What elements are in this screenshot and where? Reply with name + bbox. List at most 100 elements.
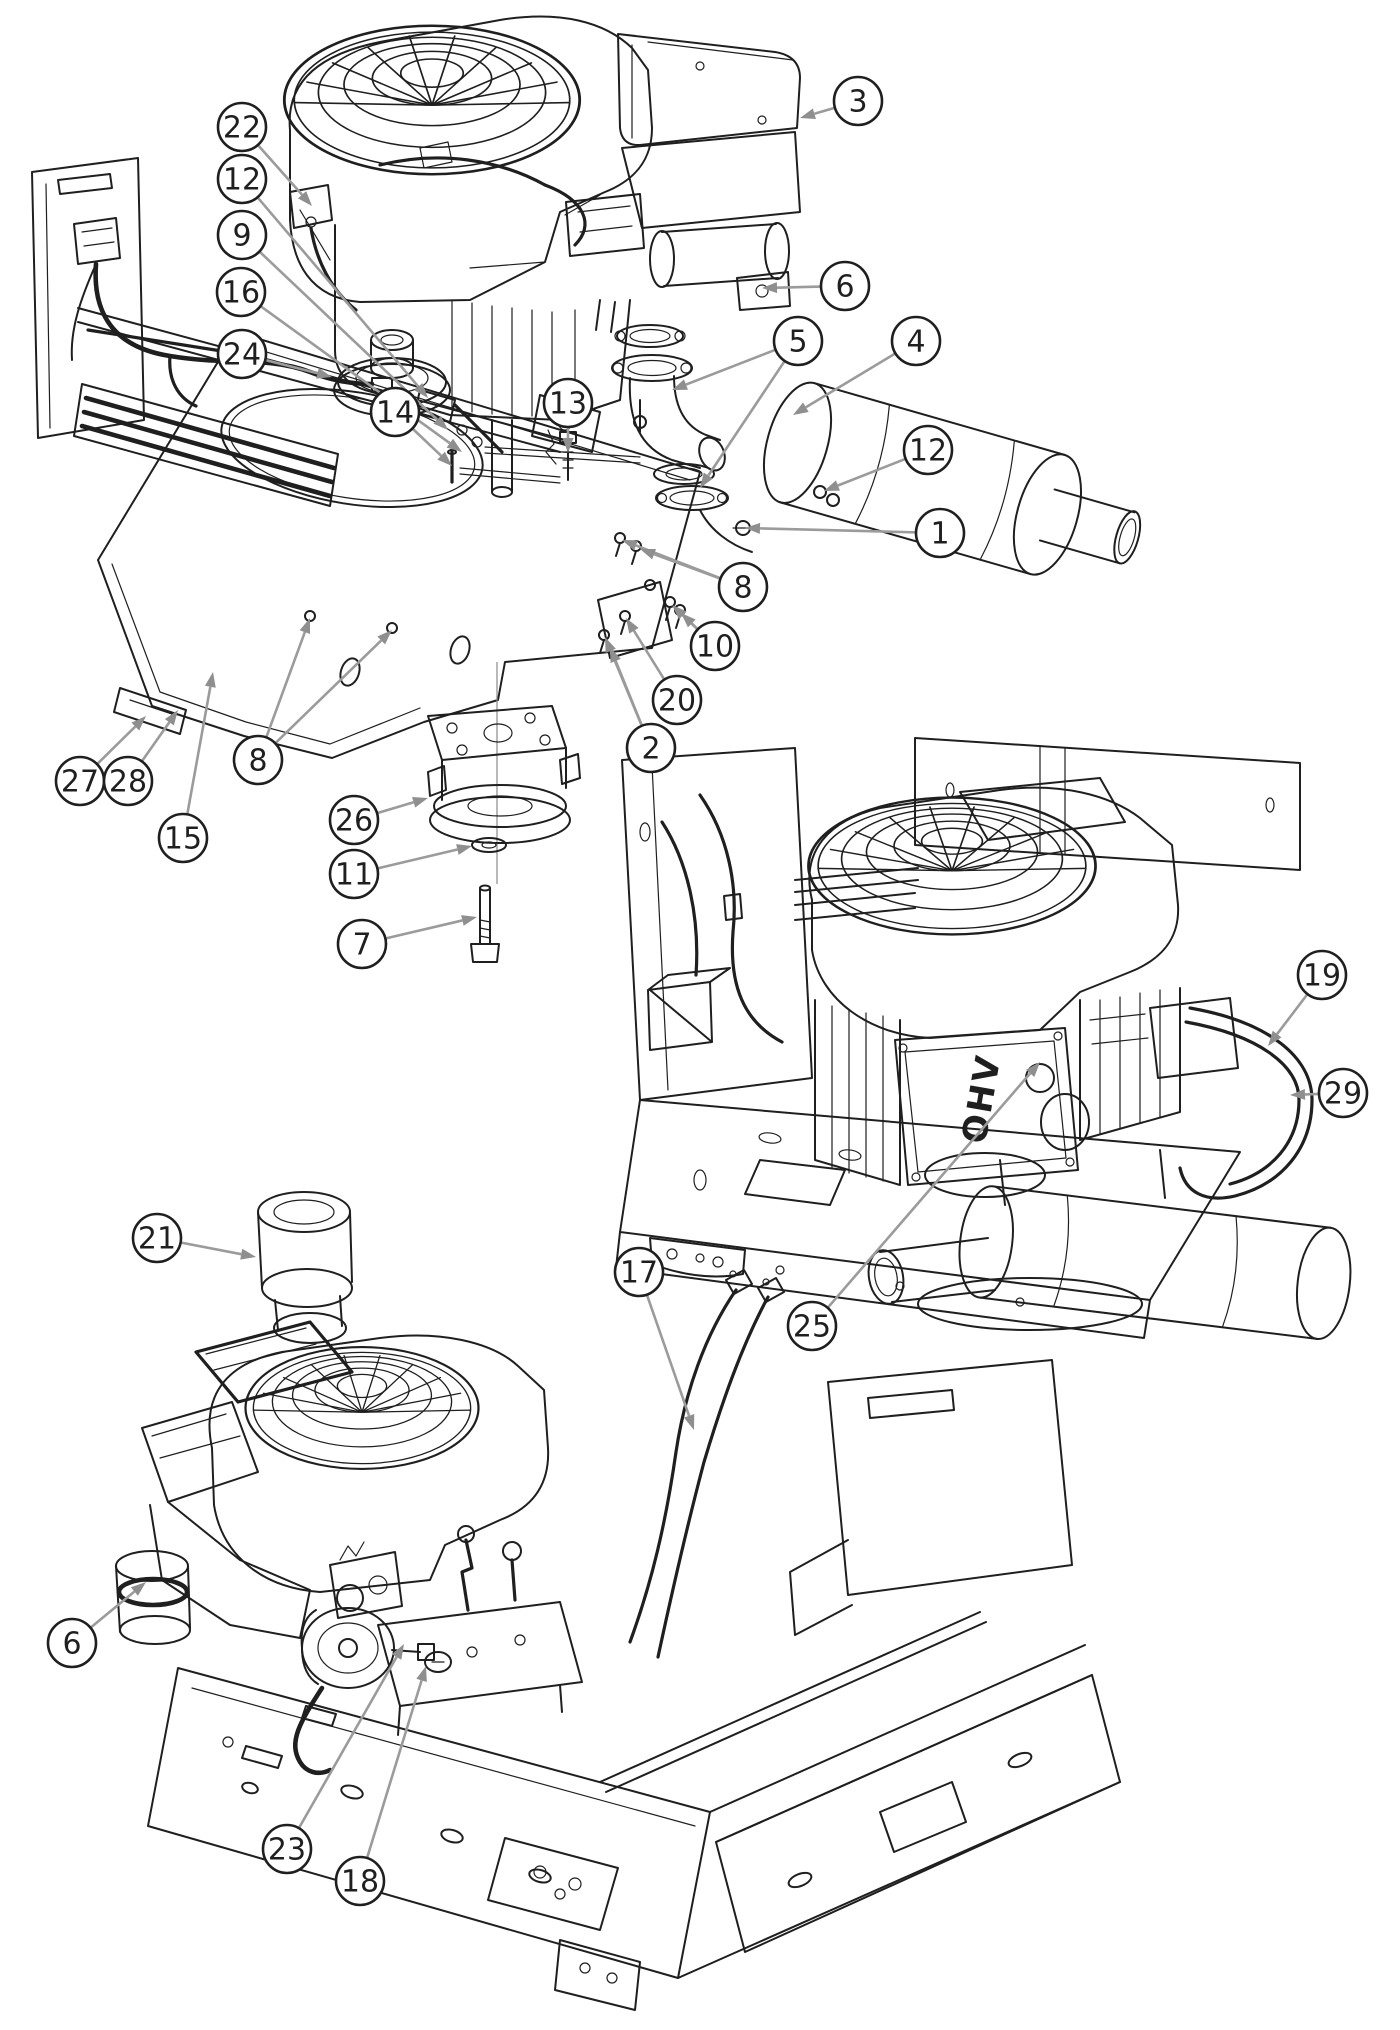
callout-number: 18	[341, 1865, 379, 1900]
leader-line	[140, 721, 171, 763]
leader-line	[89, 1590, 136, 1629]
leader-line	[96, 725, 137, 766]
callout-number: 8	[248, 744, 267, 779]
leader-line	[377, 848, 458, 870]
callout-balloon: 10	[689, 620, 741, 672]
callout-circle	[261, 1823, 313, 1875]
leader-line	[264, 358, 318, 375]
callout-circle	[216, 153, 268, 205]
callout-number: 17	[620, 1256, 658, 1291]
leader-arrowhead	[672, 379, 688, 390]
leader-arrowhead	[800, 108, 816, 120]
leader-line	[826, 1072, 1032, 1309]
callout-circle	[102, 755, 154, 807]
leader-arrowhead	[461, 915, 477, 926]
leader-arrowhead	[700, 472, 713, 488]
exhaust-pipe-illustration	[459, 324, 840, 553]
callout-circle	[1296, 949, 1348, 1001]
callout-number: 21	[138, 1222, 176, 1257]
callout-balloon: 18	[334, 1855, 386, 1907]
leader-arrowhead	[1026, 1062, 1040, 1077]
callout-balloon: 28	[102, 755, 154, 807]
leader-line	[274, 639, 383, 745]
callout-balloon: 15	[157, 812, 209, 864]
callout-balloon: 6	[819, 260, 871, 312]
callout-balloon: 9	[216, 209, 268, 261]
leader-arrowhead	[605, 637, 616, 653]
callout-circle	[232, 734, 284, 786]
leader-line	[1304, 1092, 1320, 1096]
callout-balloon: 12	[216, 153, 268, 205]
callout-circle	[613, 1246, 665, 1298]
callout-balloon: 24	[216, 328, 268, 380]
callout-balloon: 23	[261, 1823, 313, 1875]
callout-balloon: 13	[542, 377, 594, 429]
callout-number: 27	[61, 765, 99, 800]
leader-line	[297, 1656, 398, 1829]
leader-arrowhead	[414, 383, 428, 398]
callout-number: 20	[658, 684, 696, 719]
leader-line	[256, 196, 420, 388]
callout-number: 7	[352, 928, 371, 963]
leader-arrowhead	[745, 522, 761, 534]
leader-arrowhead	[433, 415, 448, 430]
leader-arrowhead	[416, 1666, 427, 1682]
callout-circle	[902, 424, 954, 476]
callout-number: 1	[930, 517, 949, 552]
leader-arrowhead	[412, 797, 428, 808]
callout-circle	[625, 722, 677, 774]
leader-arrowhead	[297, 191, 312, 206]
muffler-illustration	[762, 381, 1142, 576]
callout-balloon: 1	[914, 507, 966, 559]
callout-circle	[832, 75, 884, 127]
callout-number: 26	[335, 804, 373, 839]
leader-line	[614, 660, 644, 727]
callout-number: 25	[793, 1310, 831, 1345]
callout-circle	[216, 209, 268, 261]
callout-balloon: 20	[651, 674, 703, 726]
callout-circle	[131, 1212, 183, 1264]
leader-line	[814, 106, 836, 116]
leader-arrowhead	[164, 710, 178, 726]
leader-arrowhead	[762, 282, 778, 294]
leader-line	[805, 352, 897, 409]
leader-line	[376, 801, 414, 815]
leader-arrowhead	[562, 438, 574, 453]
callout-number: 2	[641, 732, 660, 767]
callout-balloon: 17	[613, 1246, 665, 1298]
leader-line	[690, 622, 699, 631]
leader-arrowhead	[1268, 1030, 1282, 1046]
leader-line	[365, 1679, 423, 1859]
leader-arrowhead	[391, 1644, 404, 1660]
leader-line	[759, 527, 917, 534]
leader-line	[411, 427, 443, 457]
frame-plate-illustration	[73, 307, 701, 884]
callout-balloon: 12	[902, 424, 954, 476]
callout-balloon: 7	[336, 918, 388, 970]
callout-balloon: 11	[328, 848, 380, 900]
leader-line	[1276, 993, 1309, 1035]
callout-circle	[914, 507, 966, 559]
callout-number: 4	[906, 325, 925, 360]
leader-arrowhead	[793, 402, 809, 415]
leader-line	[185, 686, 212, 815]
callout-number: 5	[788, 325, 807, 360]
callout-number: 16	[222, 276, 260, 311]
leader-arrowhead	[683, 1414, 695, 1430]
clutch-illustration	[427, 705, 581, 963]
callout-balloon: 5	[772, 315, 824, 367]
leader-arrowhead	[672, 605, 687, 620]
leader-arrowhead	[622, 540, 638, 551]
callout-balloon: 4	[890, 315, 942, 367]
callout-balloon: 25	[786, 1300, 838, 1352]
callout-balloon: 3	[832, 75, 884, 127]
callout-circle	[1317, 1067, 1369, 1119]
installed-engine-view: OHV	[615, 737, 1352, 1340]
leader-line	[685, 348, 777, 386]
callout-balloon: 27	[54, 755, 106, 807]
callout-circle	[216, 328, 268, 380]
leader-arrowhead	[131, 716, 146, 731]
callout-circle	[717, 561, 769, 613]
